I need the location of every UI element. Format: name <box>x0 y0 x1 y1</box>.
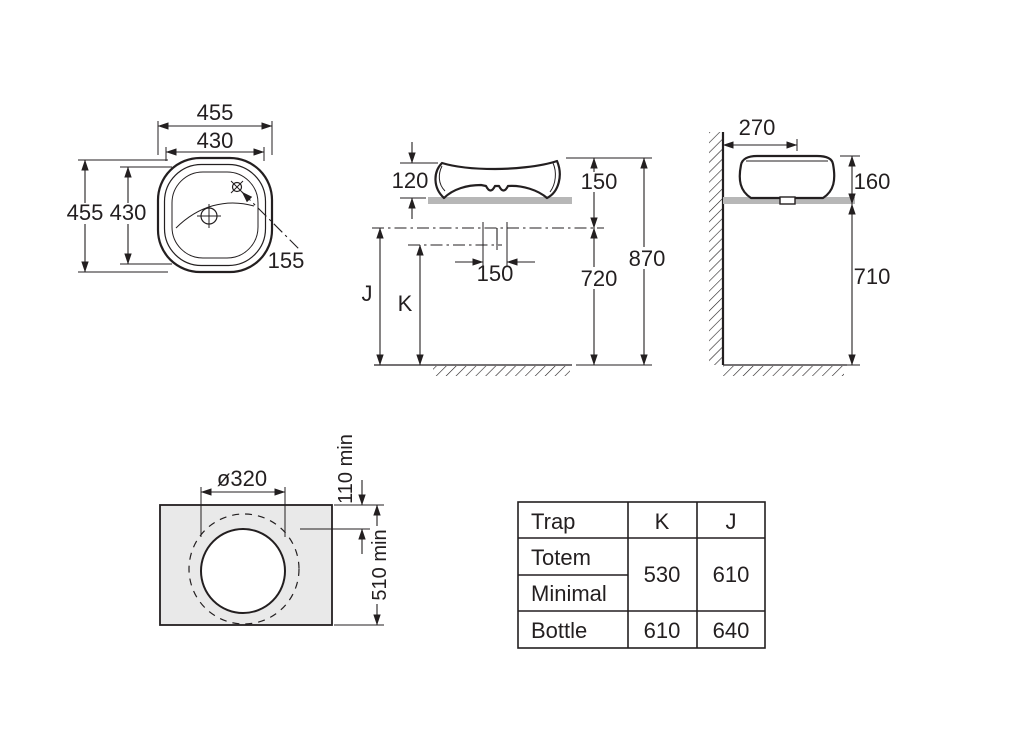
dim-supply-height: 720 <box>581 227 618 366</box>
dim-label-j: J <box>362 281 373 306</box>
dim-label-160: 160 <box>854 169 891 194</box>
dim-width-outer: 455 <box>157 100 273 155</box>
dim-rim-height: 870 <box>629 157 666 366</box>
floor-side <box>723 364 860 376</box>
dim-label-k: K <box>398 291 413 316</box>
countertop-bar-front <box>428 197 572 204</box>
basin-bowl-edge <box>171 171 259 259</box>
dim-label-510-min: 510 min <box>369 529 391 600</box>
cutout-view: ø320 110 min 510 min <box>159 434 391 626</box>
dim-trap-k: K <box>398 244 424 366</box>
basin-side-profile <box>738 154 836 200</box>
front-view: 120 150 720 870 150 <box>362 142 666 376</box>
dim-counter-height: 710 <box>848 203 891 366</box>
basin-slope-line <box>175 202 255 229</box>
basin-front-right-edge <box>549 162 556 193</box>
dim-basin-height-front: 120 <box>392 142 438 219</box>
table-value-totem-minimal-j: 610 <box>713 562 750 587</box>
basin-front-profile <box>434 159 561 200</box>
dim-label-110-min: 110 min <box>335 434 357 504</box>
dim-basin-height-side: 160 <box>840 155 891 205</box>
table-value-totem-minimal-k: 530 <box>644 562 681 587</box>
table-row-totem: Totem <box>531 545 591 570</box>
dim-supply-spacing: 150 <box>455 222 535 286</box>
trap-table: Trap K J Totem Minimal Bottle 530 610 61… <box>517 501 766 649</box>
wall <box>709 132 725 365</box>
wall-hatching <box>709 132 723 365</box>
table-header-j: J <box>726 509 737 534</box>
dim-label-270: 270 <box>739 115 776 140</box>
drain-tab <box>779 196 796 205</box>
table-value-bottle-j: 640 <box>713 618 750 643</box>
dim-label-720: 720 <box>581 266 618 291</box>
dim-label-455-width: 455 <box>197 100 234 125</box>
basin-footprint-dashed <box>188 513 300 625</box>
floor-hatching <box>433 366 570 376</box>
dim-trap-j: J <box>362 227 384 366</box>
drain-symbol <box>197 204 221 228</box>
dim-label-710: 710 <box>854 264 891 289</box>
dim-label-430-depth: 430 <box>110 200 147 225</box>
dim-label-430-width: 430 <box>197 128 234 153</box>
dim-depth-inner: 430 <box>110 166 172 265</box>
table-row-minimal: Minimal <box>531 581 607 606</box>
floor-hatching-side <box>723 366 844 376</box>
dim-rim-to-supply: 150 <box>566 157 652 229</box>
dim-hole-diameter: ø320 <box>200 466 286 537</box>
dim-wall-offset: 270 <box>722 115 798 151</box>
dim-label-150-bottom: 150 <box>477 261 514 286</box>
side-view: 270 160 710 <box>709 115 890 376</box>
basin-top-outline <box>156 156 274 274</box>
dim-label-diameter-320: ø320 <box>217 466 267 491</box>
dim-depth-outer: 455 <box>67 159 168 273</box>
dim-label-455-depth: 455 <box>67 200 104 225</box>
taphole-symbol <box>230 180 244 194</box>
dim-label-120: 120 <box>392 168 429 193</box>
dim-label-150-right: 150 <box>581 169 618 194</box>
table-row-bottle: Bottle <box>531 618 587 643</box>
dim-label-870: 870 <box>629 246 666 271</box>
floor-front <box>374 364 652 376</box>
table-value-bottle-k: 610 <box>644 618 681 643</box>
dim-rear-clearance: 110 min <box>300 434 384 554</box>
basin-front-left-curl <box>438 165 446 192</box>
table-header-k: K <box>655 509 670 534</box>
dim-label-155: 155 <box>268 248 305 273</box>
dim-taphole-offset: 155 <box>241 191 305 273</box>
supply-reference-lines <box>372 223 604 250</box>
basin-outer-edge <box>156 156 274 274</box>
cutout-hole <box>200 528 286 614</box>
dim-counter-depth: 510 min <box>334 504 391 626</box>
table-header-trap: Trap <box>531 509 575 534</box>
top-view: 455 430 455 430 155 <box>67 100 305 274</box>
dim-width-inner: 430 <box>165 128 265 161</box>
